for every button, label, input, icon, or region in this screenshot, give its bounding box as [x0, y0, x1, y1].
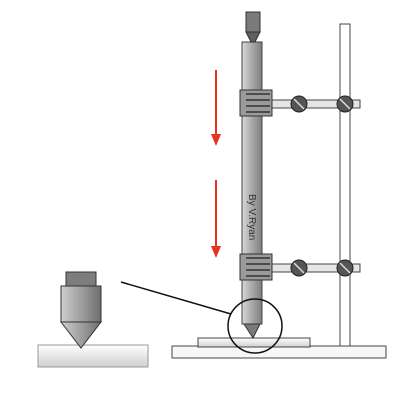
credit-text: By V.Ryan — [246, 194, 257, 240]
upper-down-arrow — [211, 70, 221, 146]
rod-tip — [243, 323, 261, 340]
rod-top-cone — [245, 31, 261, 43]
lower-down-arrow — [211, 180, 221, 258]
detail-punch — [59, 271, 103, 349]
upper-pillar-knob — [336, 95, 354, 113]
punch-rod — [241, 41, 263, 325]
upper-clamp — [239, 89, 273, 117]
upper-arm-knob — [290, 95, 308, 113]
stand-base — [171, 345, 387, 359]
lower-arm-knob — [290, 259, 308, 277]
magnifier-pointer-line — [120, 281, 232, 315]
lower-clamp — [239, 253, 273, 281]
rod-top-cap — [245, 11, 261, 33]
work-plate — [197, 337, 311, 348]
magnifier-circle — [227, 298, 283, 354]
support-pillar — [339, 23, 351, 347]
detail-work-surface — [37, 344, 149, 368]
lower-pillar-knob — [336, 259, 354, 277]
